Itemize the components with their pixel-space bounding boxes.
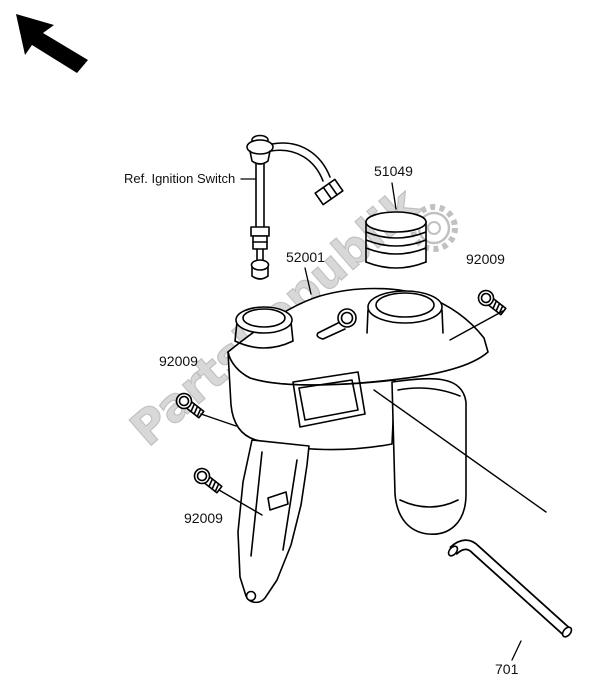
bolt-on-tank-drawing: [316, 308, 357, 340]
oil-tank-drawing: [227, 287, 547, 604]
part-number-92009-right-label: 92009: [466, 251, 505, 267]
part-number-51049-label: 51049: [374, 163, 413, 179]
part-number-92009-left-label: 92009: [159, 353, 198, 369]
part-number-701-label: 701: [495, 661, 519, 677]
screw-bottom-icon: [193, 467, 263, 516]
ref-ignition-switch-label: Ref. Ignition Switch: [124, 171, 236, 186]
screw-right-icon: [449, 289, 507, 341]
leader-lines: [240, 178, 522, 661]
part-number-92009-bottom-label: 92009: [184, 510, 223, 526]
hose-drawing: [447, 539, 573, 638]
filler-cap-drawing: [365, 211, 427, 269]
arrow-icon: [16, 14, 88, 73]
screw-left-icon: [175, 392, 237, 427]
part-number-52001-label: 52001: [286, 249, 325, 265]
dipstick-assembly-drawing: [246, 134, 344, 280]
